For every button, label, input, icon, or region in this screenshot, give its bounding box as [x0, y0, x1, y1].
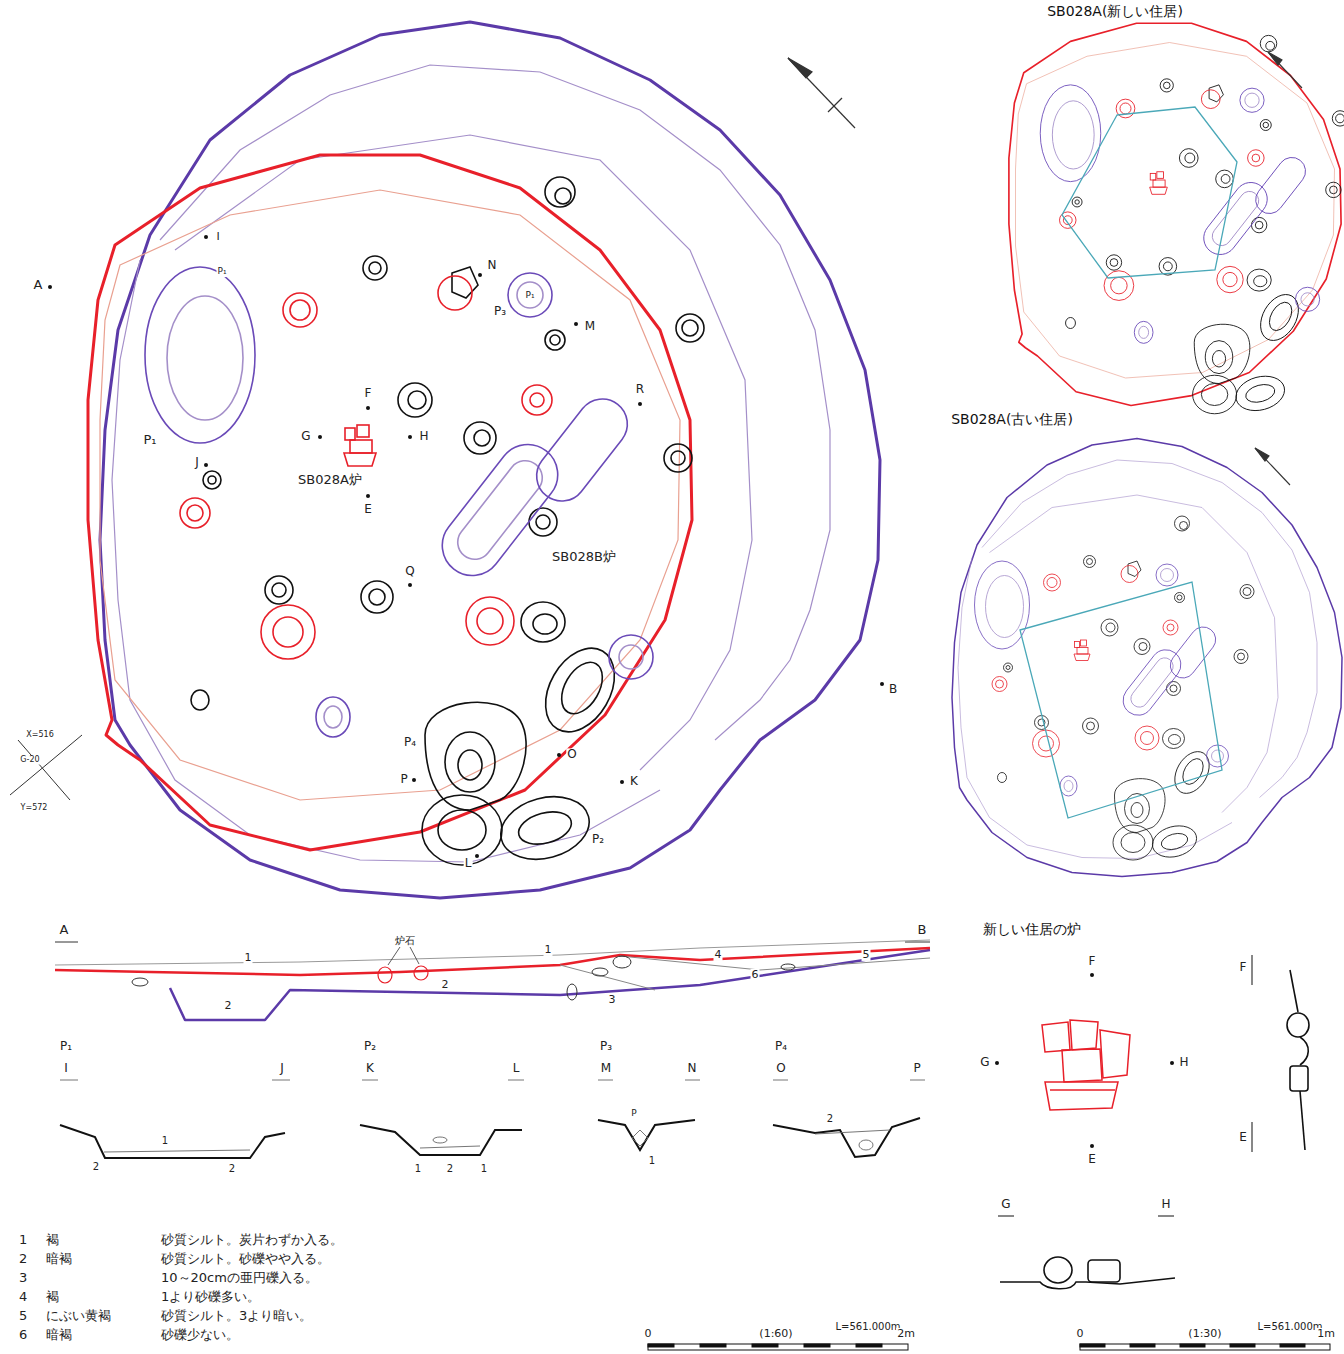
- point-label: R: [635, 383, 645, 396]
- layer-legend-cell: 1: [18, 1233, 28, 1247]
- point-label: K: [629, 775, 639, 788]
- section-label: 6: [751, 969, 760, 981]
- layer-legend-cell: 砂質シルト。3より暗い。: [160, 1309, 313, 1323]
- grid-label: X=516: [25, 731, 54, 740]
- point-label: E: [1238, 1131, 1248, 1144]
- section-label: 1: [244, 952, 253, 964]
- section-label: 2: [228, 1163, 236, 1174]
- section-label: L: [512, 1062, 521, 1075]
- point-label: P₃: [493, 305, 507, 318]
- grid-label: G-20: [19, 756, 40, 765]
- point-label: P₁: [216, 267, 227, 277]
- section-label: P₂: [363, 1040, 377, 1053]
- point-label: E: [363, 503, 373, 516]
- layer-legend-cell: にぶい黄褐: [45, 1309, 112, 1323]
- point-label: H: [1178, 1056, 1189, 1069]
- layer-legend-cell: 褐: [45, 1233, 60, 1247]
- section-label: J: [279, 1062, 285, 1075]
- layer-legend-cell: 暗褐: [45, 1328, 73, 1342]
- point-label: Q: [404, 565, 415, 578]
- section-label: 2: [826, 1113, 834, 1124]
- section-label: B: [917, 923, 928, 937]
- point-label: F: [1239, 961, 1248, 974]
- section-label: 5: [862, 949, 871, 961]
- section-label: 2: [224, 1000, 233, 1012]
- layer-legend-cell: 10～20cmの亜円礫入る。: [160, 1271, 319, 1285]
- section-label: 1: [161, 1135, 169, 1146]
- point-label: I: [215, 231, 220, 243]
- point-label: G: [1000, 1198, 1011, 1211]
- layer-legend-cell: 2: [18, 1252, 28, 1266]
- section-label: N: [687, 1062, 698, 1075]
- point-label: G: [300, 430, 311, 443]
- scale-label: (1:60): [758, 1328, 793, 1340]
- point-label: N: [487, 259, 498, 272]
- layer-legend-cell: 6: [18, 1328, 28, 1342]
- scale-label: L=561.000m: [1256, 1321, 1323, 1332]
- point-label: B: [888, 683, 898, 696]
- point-label: G: [979, 1056, 990, 1069]
- scale-label: 1m: [1316, 1328, 1336, 1340]
- section-label: P: [912, 1062, 921, 1075]
- section-label: 2: [92, 1161, 100, 1172]
- point-label: E: [1087, 1153, 1097, 1166]
- layer-legend-cell: 砂礫少ない。: [160, 1328, 240, 1342]
- plan-title: 新しい住居の炉: [982, 922, 1082, 937]
- point-label: SB028B炉: [551, 550, 617, 564]
- layer-legend-cell: 褐: [45, 1290, 60, 1304]
- plan-title: SB028A(新しい住居): [1046, 4, 1184, 19]
- point-label: P₂: [591, 833, 605, 846]
- section-label: O: [775, 1062, 786, 1075]
- section-label: I: [63, 1062, 69, 1075]
- point-label: SB028A炉: [297, 473, 363, 487]
- section-label: 3: [608, 994, 617, 1006]
- scale-label: 0: [644, 1328, 653, 1340]
- point-label: H: [1160, 1198, 1171, 1211]
- section-label: 1: [544, 944, 553, 956]
- layer-legend-cell: 5: [18, 1309, 28, 1323]
- grid-label: Y=572: [20, 804, 49, 813]
- point-label: P: [399, 773, 408, 786]
- layer-legend-cell: 暗褐: [45, 1252, 73, 1266]
- scale-label: L=561.000m: [834, 1321, 901, 1332]
- plan-title: SB028A(古い住居): [950, 412, 1074, 427]
- layer-legend-cell: 4: [18, 1290, 28, 1304]
- point-label: P₁: [524, 291, 535, 301]
- point-label: L: [464, 857, 473, 870]
- section-label: 1: [648, 1155, 656, 1166]
- layer-legend-cell: 1より砂礫多い。: [160, 1290, 261, 1304]
- section-label: 2: [441, 979, 450, 991]
- scale-label: (1:30): [1187, 1328, 1222, 1340]
- section-label: 1: [480, 1163, 488, 1174]
- section-label: 1: [414, 1163, 422, 1174]
- point-label: M: [584, 320, 596, 333]
- point-label: P₄: [403, 736, 417, 749]
- point-label: A: [33, 278, 44, 292]
- section-label: M: [600, 1062, 612, 1075]
- point-label: F: [1088, 955, 1097, 968]
- point-label: F: [364, 387, 373, 400]
- layer-legend-cell: 砂質シルト。炭片わずか入る。: [160, 1233, 344, 1247]
- section-label: 2: [446, 1163, 454, 1174]
- scale-label: 0: [1076, 1328, 1085, 1340]
- point-label: P₁: [142, 433, 157, 447]
- point-label: O: [566, 748, 577, 761]
- section-label: A: [59, 923, 70, 937]
- scale-label: 2m: [896, 1328, 916, 1340]
- section-label: P₄: [774, 1040, 788, 1053]
- layer-legend-cell: 3: [18, 1271, 28, 1285]
- section-label: 4: [714, 949, 723, 961]
- section-label: P₃: [599, 1040, 613, 1053]
- section-label: P₁: [59, 1040, 73, 1053]
- point-label: J: [194, 456, 200, 469]
- point-label: H: [418, 430, 429, 443]
- section-label: K: [365, 1062, 375, 1075]
- section-label: P: [630, 1109, 637, 1119]
- layer-legend-cell: 砂質シルト。砂礫やや入る。: [160, 1252, 331, 1266]
- section-label: 炉石: [394, 935, 416, 946]
